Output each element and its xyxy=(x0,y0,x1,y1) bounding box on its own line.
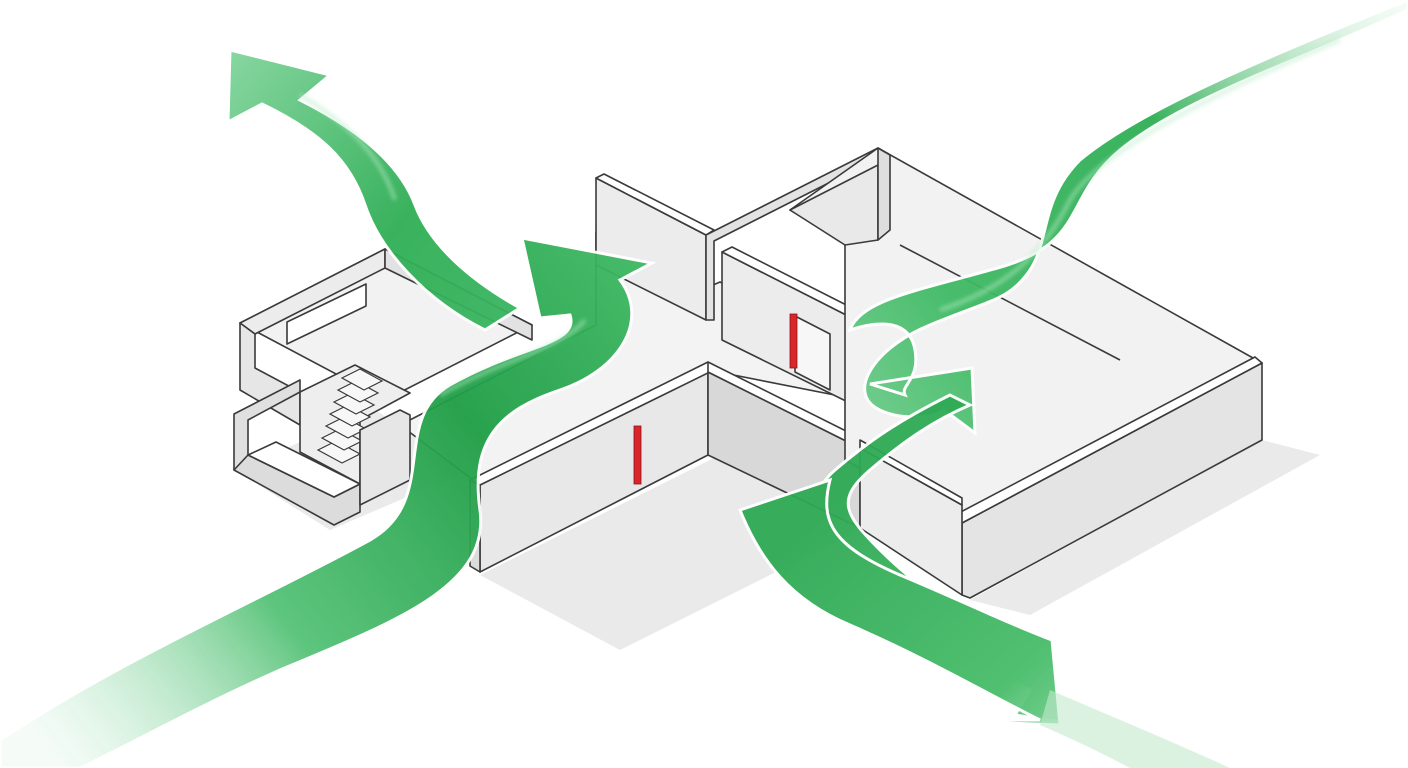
flow-arrow-bottom-right-tail xyxy=(738,477,1062,727)
arrow-highlights xyxy=(298,38,1341,397)
left-wing-with-staircase xyxy=(233,248,533,526)
left-wing-window xyxy=(286,283,367,345)
flow-arrow-top-right xyxy=(847,0,1408,437)
center-back-wall-left-top xyxy=(595,173,715,236)
center-left-edge-wall xyxy=(359,409,411,506)
right-wing-back-wall-right xyxy=(877,147,891,241)
flow-arrow-top-left xyxy=(226,48,523,332)
door-marker-icon xyxy=(789,313,798,369)
right-wing-divider-line xyxy=(899,244,1121,361)
door-marker-icon xyxy=(633,425,642,485)
shadow-right-wing xyxy=(970,440,1320,615)
flow-arrow-icon xyxy=(226,48,523,332)
flow-arrow-bottom-right-fade xyxy=(1040,690,1230,768)
flow-arrow-icon xyxy=(847,0,1408,437)
flow-arrow-icon xyxy=(738,393,1230,768)
door-markers xyxy=(633,313,798,485)
